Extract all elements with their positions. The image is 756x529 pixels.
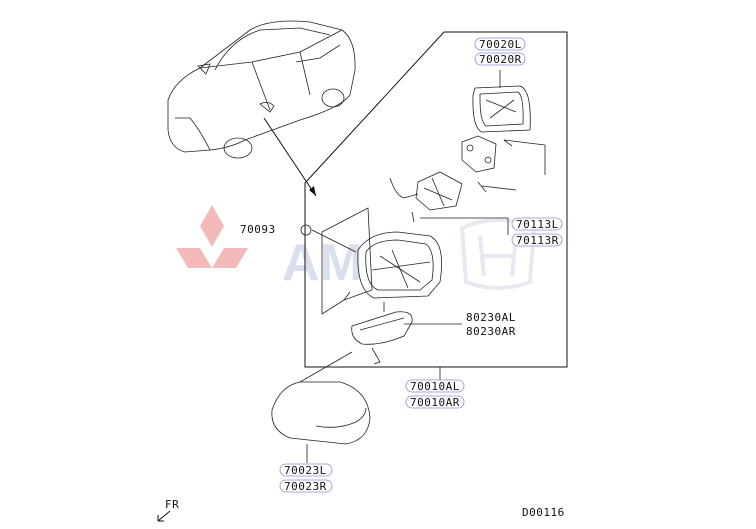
label-70093[interactable]: 70093 [240, 223, 276, 236]
watermark-text: AM [282, 234, 363, 292]
svg-text:FR: FR [165, 498, 179, 511]
leader-70113-a [481, 185, 517, 191]
svg-text:70023R: 70023R [284, 480, 327, 493]
svg-text:70010AR: 70010AR [410, 396, 460, 409]
assembly-frame [304, 31, 568, 368]
label-70010AL[interactable]: 70010AL [405, 379, 465, 393]
svg-text:70020R: 70020R [479, 53, 522, 66]
pointer-arrowhead-icon [309, 186, 316, 196]
label-70020L[interactable]: 70020L [474, 37, 526, 51]
label-70020R[interactable]: 70020R [474, 52, 526, 66]
bolt-70093-icon [300, 224, 357, 253]
label-70023L[interactable]: 70023L [279, 463, 333, 477]
label-70010AR[interactable]: 70010AR [405, 395, 465, 409]
pointer-arrow [263, 117, 317, 197]
label-80230AR[interactable]: 80230AR [466, 325, 516, 338]
watermark-logo-icon [176, 205, 248, 268]
actuator-drawing [389, 135, 513, 223]
mirror-housing-drawing [321, 207, 443, 315]
svg-text:70113L: 70113L [516, 218, 559, 231]
svg-text:70010AL: 70010AL [410, 380, 460, 393]
label-70113L[interactable]: 70113L [511, 217, 563, 231]
turn-lamp-drawing [351, 311, 413, 365]
label-70023R[interactable]: 70023R [279, 479, 333, 493]
diagram-code: D00116 [522, 506, 565, 519]
front-direction-marker: FR [157, 498, 179, 522]
svg-text:80230AR: 80230AR [466, 325, 516, 338]
svg-text:70113R: 70113R [516, 234, 559, 247]
mirror-cover-drawing [271, 351, 371, 445]
front-arrow-icon [157, 510, 171, 522]
label-70113R[interactable]: 70113R [511, 233, 563, 247]
svg-text:70093: 70093 [240, 223, 276, 236]
svg-text:70020L: 70020L [479, 38, 522, 51]
label-80230AL[interactable]: 80230AL [466, 311, 516, 324]
svg-text:70023L: 70023L [284, 464, 327, 477]
leader-bolt-top [503, 139, 546, 146]
svg-text:80230AL: 80230AL [466, 311, 516, 324]
car-illustration [167, 20, 356, 159]
mirror-glass-drawing [472, 85, 531, 133]
